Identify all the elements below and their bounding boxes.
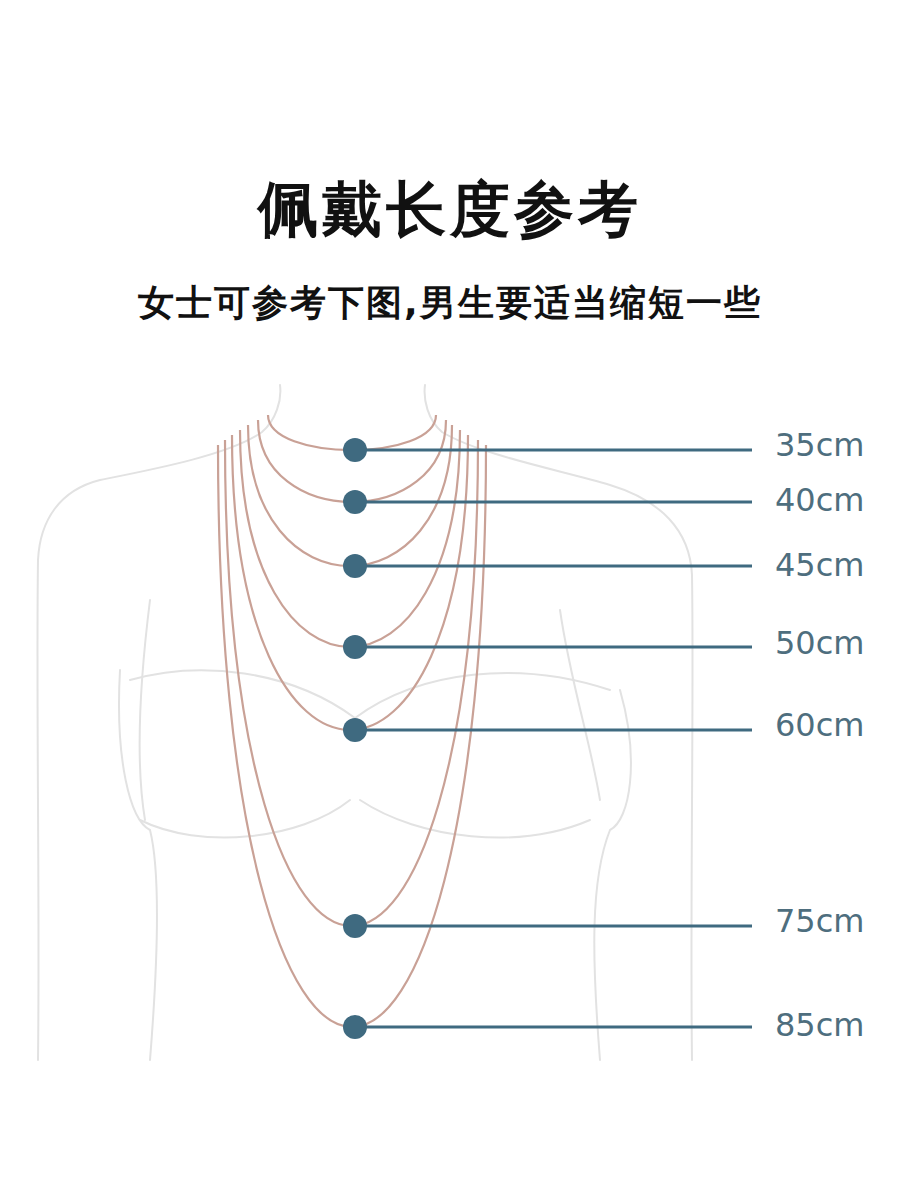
torso-outline	[37, 385, 692, 1060]
length-label: 35cm	[773, 426, 866, 464]
subtitle-note: 女士可参考下图,男生要适当缩短一些	[138, 279, 762, 328]
length-label: 85cm	[773, 1006, 866, 1044]
length-label: 40cm	[773, 481, 866, 519]
necklace-chains	[218, 415, 486, 1027]
length-label: 75cm	[773, 902, 866, 940]
title-heading: 佩戴长度参考	[258, 170, 642, 251]
length-label: 60cm	[773, 706, 866, 744]
length-label: 50cm	[773, 624, 866, 662]
length-markers	[343, 438, 752, 1039]
length-label: 45cm	[773, 546, 866, 584]
